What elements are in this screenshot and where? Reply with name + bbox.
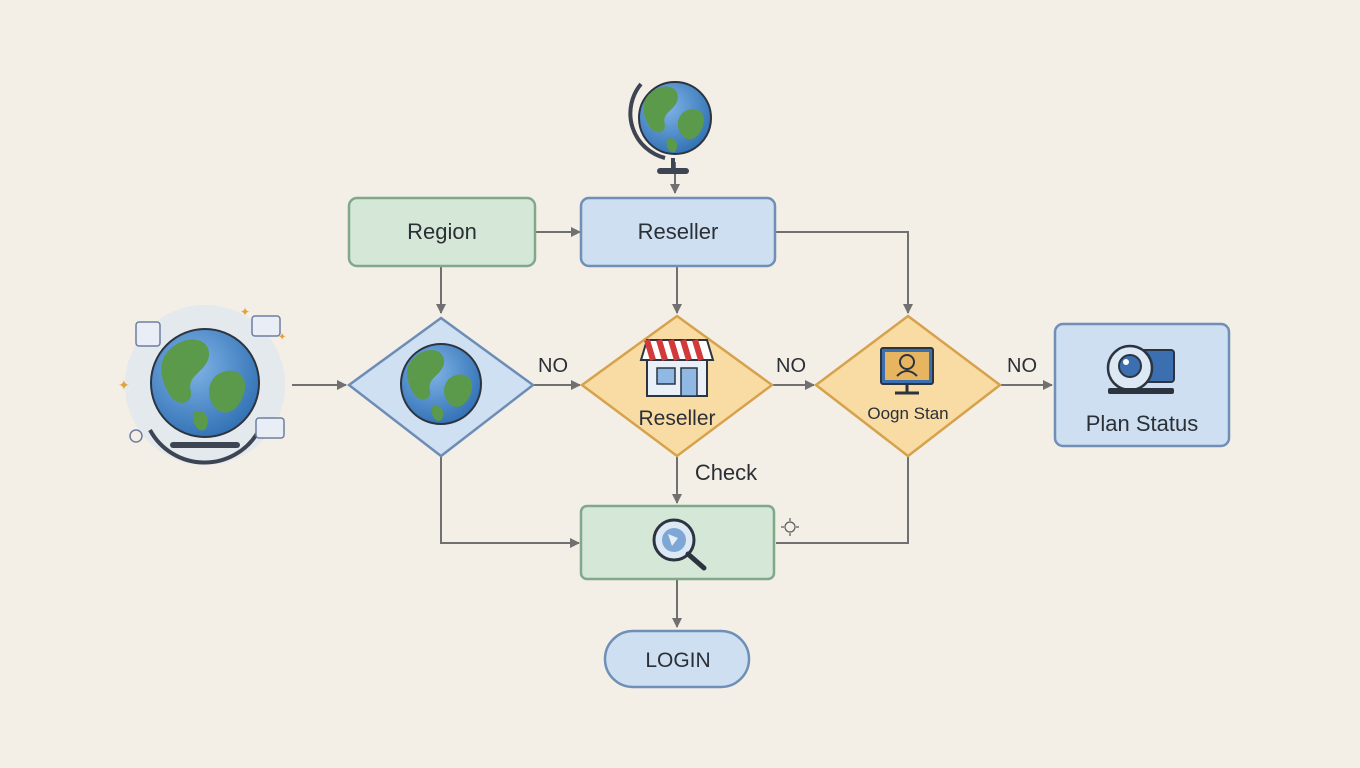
reseller-decision-label: Reseller xyxy=(638,407,715,430)
svg-text:✦: ✦ xyxy=(118,378,130,394)
globe-cluster-icon: ✦ ✦ ✦ xyxy=(118,305,286,465)
login-status-decision-label: Oogn Stan xyxy=(867,404,948,423)
edge-label-no-1: NO xyxy=(538,355,568,377)
user-device-icon xyxy=(1106,344,1175,394)
storefront-icon xyxy=(639,339,715,397)
reseller-decision-node[interactable]: Reseller xyxy=(579,314,775,458)
edge-reseller-to-login-decision xyxy=(776,231,913,314)
globe-on-stand-icon xyxy=(628,81,712,174)
login-terminal-node[interactable]: LOGIN xyxy=(603,629,751,689)
reseller-label: Reseller xyxy=(638,219,719,244)
region-node[interactable]: Region xyxy=(347,196,537,268)
spark-icon xyxy=(781,518,799,536)
globe-decision-node[interactable] xyxy=(346,316,536,458)
edge-login-decision-to-check xyxy=(776,457,909,544)
edge-label-check: Check xyxy=(695,460,758,485)
magnifier-icon xyxy=(652,518,707,571)
edge-label-no-2: NO xyxy=(776,355,806,377)
plan-status-node[interactable]: Plan Status xyxy=(1053,322,1231,448)
edges xyxy=(292,162,1053,628)
svg-text:✦: ✦ xyxy=(240,305,250,319)
login-terminal-label: LOGIN xyxy=(645,649,710,672)
reseller-node[interactable]: Reseller xyxy=(579,196,777,268)
globe-icon xyxy=(400,343,482,425)
plan-status-label: Plan Status xyxy=(1086,411,1199,436)
region-label: Region xyxy=(407,219,477,244)
monitor-user-icon xyxy=(880,347,934,395)
check-node[interactable] xyxy=(579,504,799,581)
login-status-decision-node[interactable]: Oogn Stan xyxy=(813,314,1003,458)
svg-text:✦: ✦ xyxy=(278,332,286,343)
edge-globe-decision-to-check xyxy=(440,457,580,548)
edge-label-no-3: NO xyxy=(1007,355,1037,377)
